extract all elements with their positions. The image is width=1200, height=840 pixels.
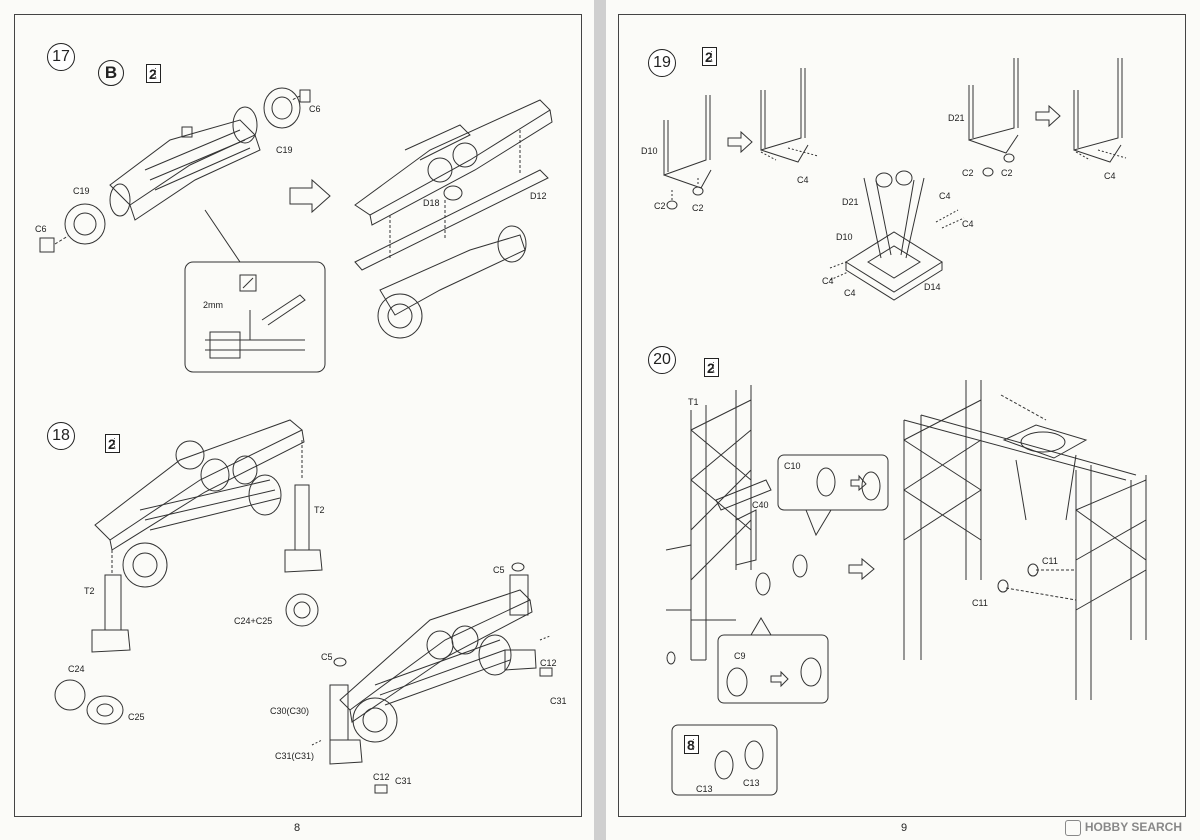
step-20-illustration <box>665 380 1147 796</box>
part-label: C6 <box>35 224 47 234</box>
part-label: C4 <box>1104 171 1116 181</box>
part-label: C24+C25 <box>234 616 273 626</box>
part-label: T1 <box>688 397 699 407</box>
part-label: D12 <box>530 191 547 201</box>
part-label: C40 <box>752 500 769 510</box>
part-label: C31 <box>395 776 412 786</box>
part-label: C5 <box>493 565 505 575</box>
part-label: C31 <box>550 696 567 706</box>
part-label: C4 <box>822 276 834 286</box>
part-label: C19 <box>276 145 293 155</box>
step-17-illustration <box>39 87 553 373</box>
watermark: HOBBY SEARCH <box>1064 820 1182 836</box>
part-label: D14 <box>924 282 941 292</box>
step-18-illustration <box>54 419 553 794</box>
part-label: C2 <box>962 168 974 178</box>
page-number: 8 <box>293 822 301 834</box>
part-label: C11 <box>1042 556 1058 566</box>
part-label: C9 <box>734 651 746 661</box>
part-label: C11 <box>972 598 988 608</box>
part-label: C24 <box>68 664 85 674</box>
page-number: 9 <box>900 822 908 834</box>
part-label: C25 <box>128 712 145 722</box>
part-label: C5 <box>321 652 333 662</box>
step-number-19: 19 <box>648 49 676 77</box>
right-page: 19 2 <box>606 0 1200 840</box>
part-label: C12 <box>373 772 390 782</box>
step-number-17: 17 <box>47 43 75 71</box>
watermark-icon <box>1064 820 1081 836</box>
quantity-box: 2 <box>105 434 120 453</box>
part-label: C12 <box>540 658 557 668</box>
part-label: C4 <box>939 191 951 201</box>
part-label: C13 <box>696 784 713 794</box>
part-label: D18 <box>423 198 440 208</box>
part-label: T2 <box>314 505 325 515</box>
part-label: C6 <box>309 104 321 114</box>
part-label: C2 <box>654 201 666 211</box>
page-frame <box>14 14 582 817</box>
part-label: C4 <box>797 175 809 185</box>
page-frame <box>618 14 1186 817</box>
part-label: C10 <box>784 461 801 471</box>
step-number-18: 18 <box>47 422 75 450</box>
part-label: D10 <box>836 232 853 242</box>
part-label: D10 <box>641 146 658 156</box>
part-label: C4 <box>962 219 974 229</box>
part-label: C2 <box>692 203 704 213</box>
part-label: C4 <box>844 288 856 298</box>
part-label: D21 <box>842 197 859 207</box>
part-label: C13 <box>743 778 760 788</box>
quantity-box: 2 <box>702 47 717 66</box>
quantity-box: 2 <box>704 358 719 377</box>
detail-dimension-label: 2mm <box>203 300 223 310</box>
part-label: C31(C31) <box>275 751 315 761</box>
quantity-box: 8 <box>684 735 699 754</box>
left-page: 17 B 2 <box>0 0 594 840</box>
step-19-illustration <box>663 58 1127 301</box>
part-label: C2 <box>1001 168 1013 178</box>
quantity-box: 2 <box>146 64 161 83</box>
marker-b: B <box>98 60 124 86</box>
watermark-text: HOBBY SEARCH <box>1084 820 1182 835</box>
part-label: T2 <box>84 586 95 596</box>
step-number-20: 20 <box>648 346 676 374</box>
part-label: C30(C30) <box>270 706 310 716</box>
part-label: D21 <box>948 113 965 123</box>
part-label: C19 <box>73 186 90 196</box>
